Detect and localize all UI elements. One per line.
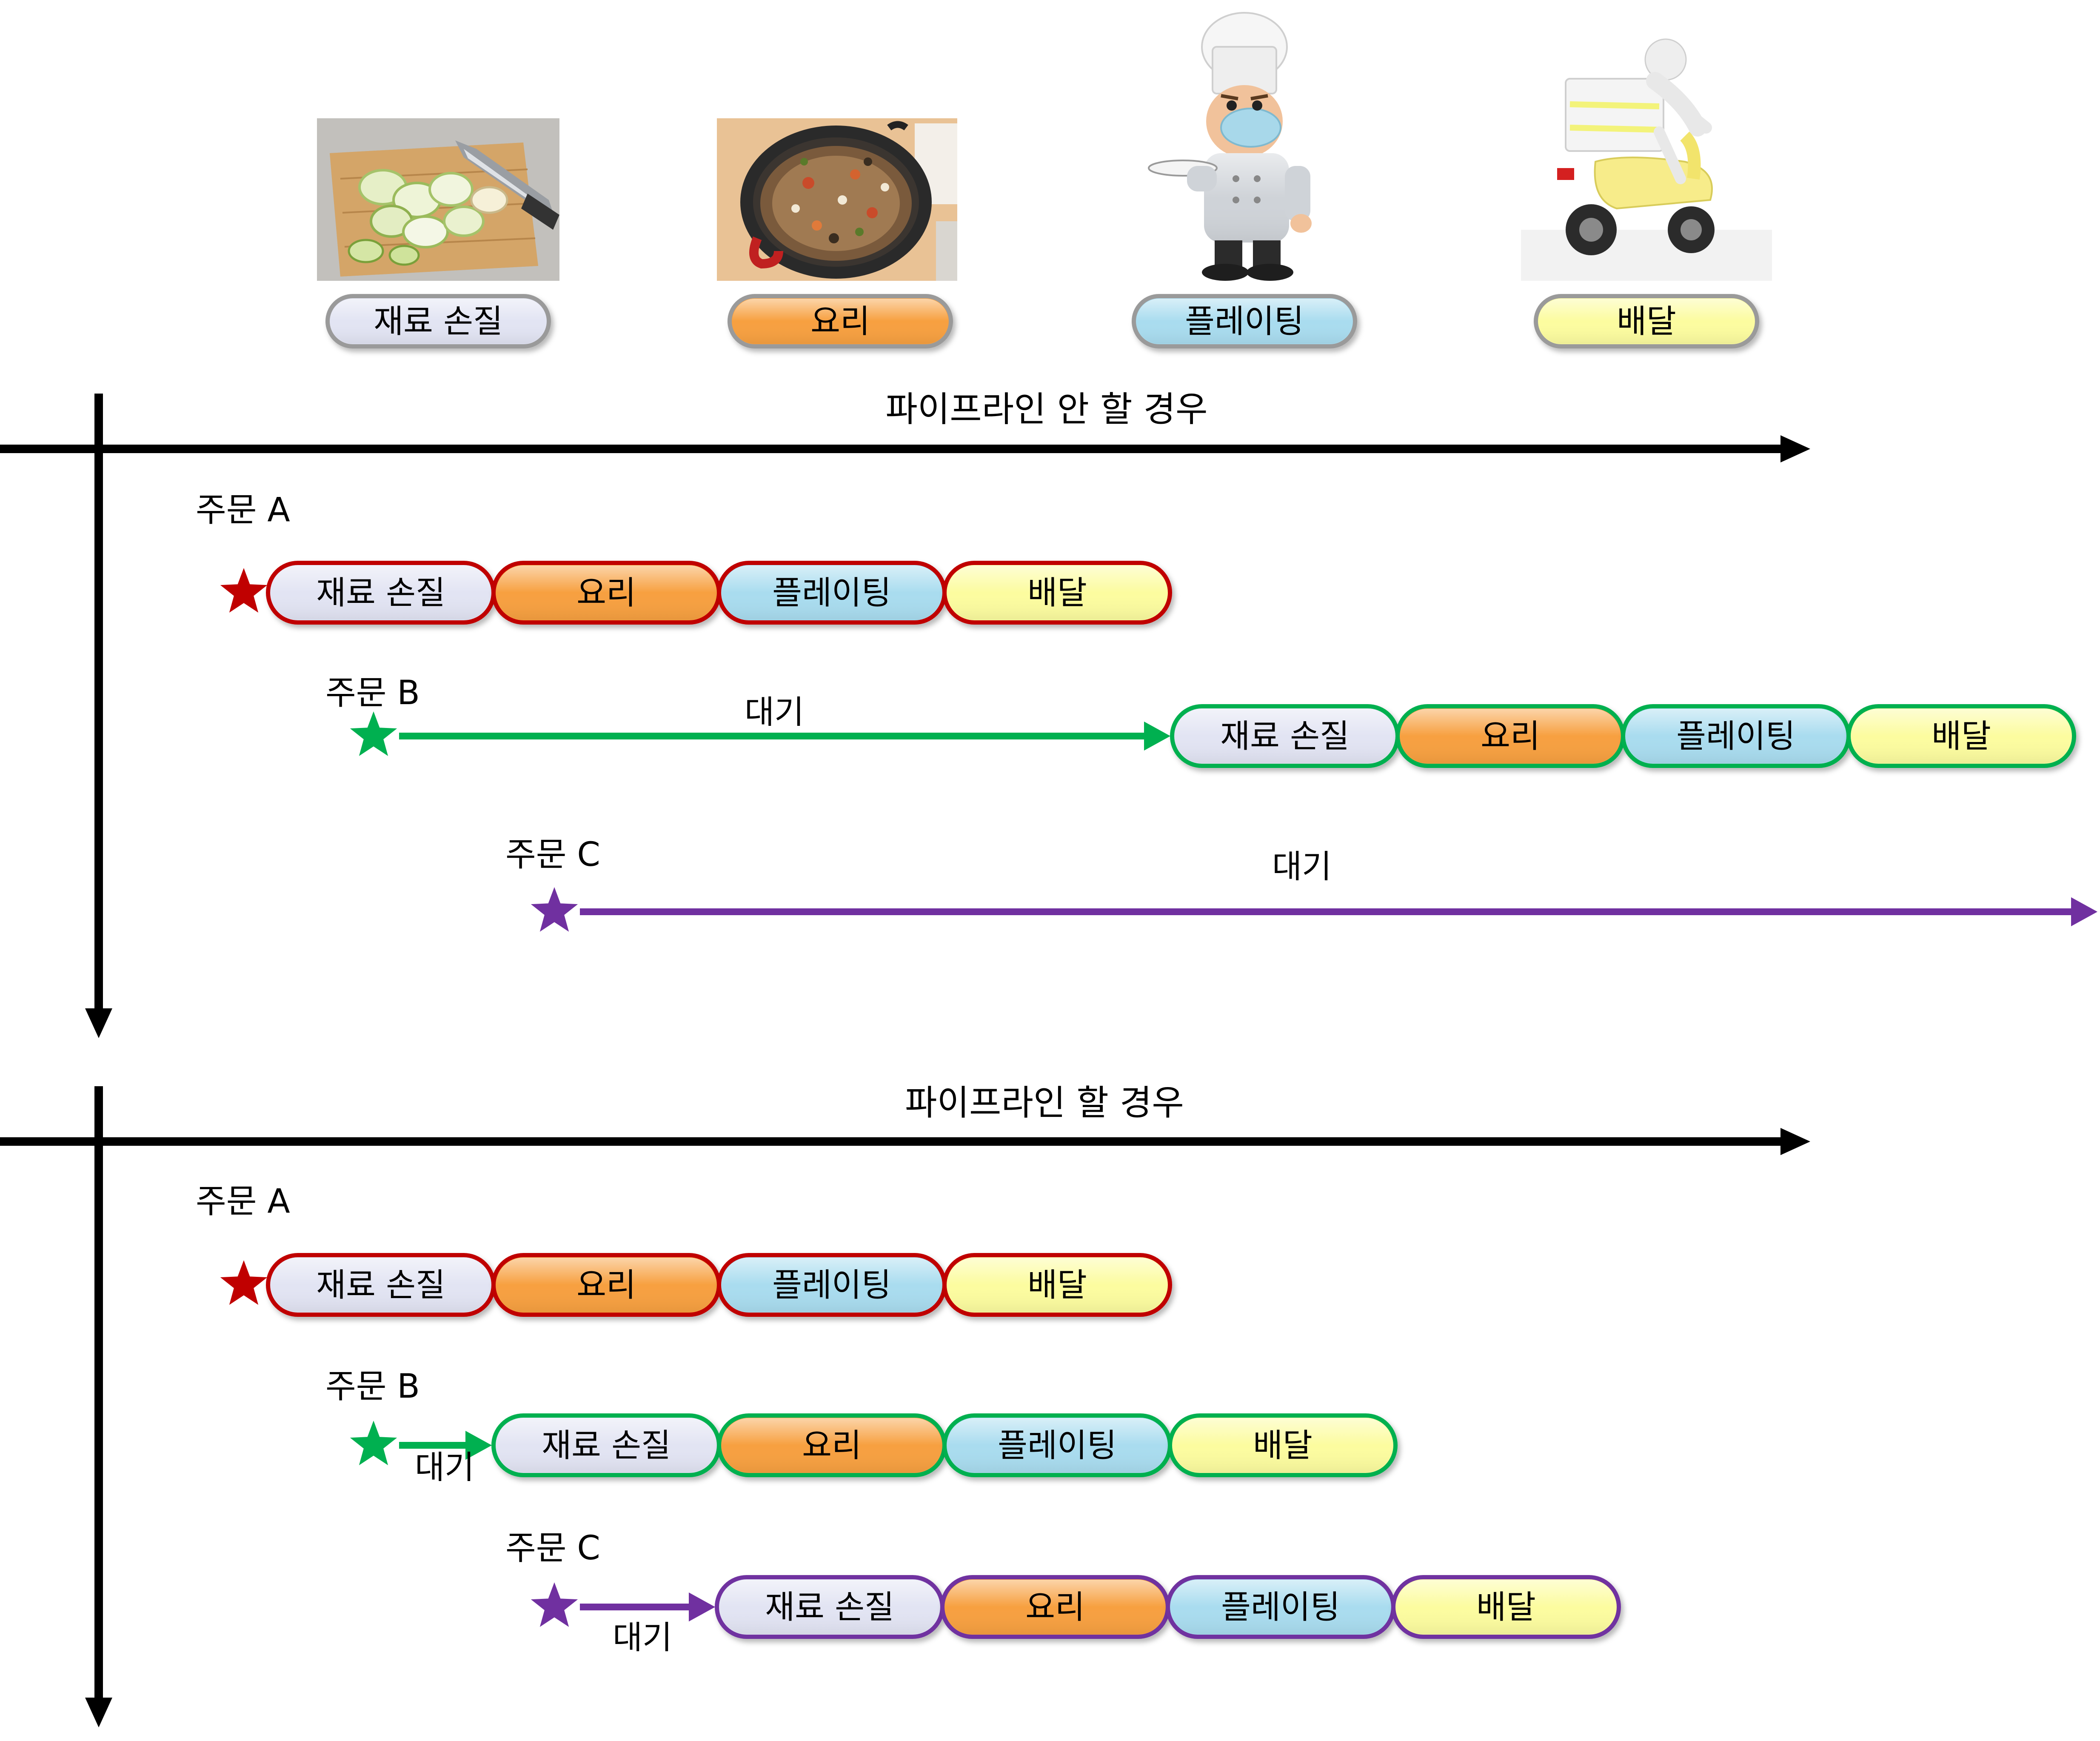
step-pill-plate-label: 플레이팅 bbox=[772, 574, 891, 612]
order-label: 주문 A bbox=[196, 1182, 290, 1221]
step-pill-prep: 재료 손질 bbox=[266, 561, 496, 625]
step-pill-prep-label: 재료 손질 bbox=[1220, 717, 1350, 755]
step-pill-cook: 요리 bbox=[491, 561, 721, 625]
order-row-orderA: 주문 A 재료 손질 요리 플레이팅 배달 bbox=[196, 1182, 1172, 1317]
step-pill-cook: 요리 bbox=[491, 1253, 721, 1317]
step-pill-cook: 요리 bbox=[1395, 704, 1625, 768]
wait-label: 대기 bbox=[745, 693, 804, 731]
order-axis-arrowhead bbox=[85, 1698, 112, 1727]
legend-pill-cook-label: 요리 bbox=[810, 303, 870, 340]
step-pill-cook: 요리 bbox=[940, 1575, 1170, 1639]
time-axis-arrowhead bbox=[1780, 435, 1810, 462]
section-title: 파이프라인 할 경우 bbox=[905, 1083, 1184, 1123]
legend-pill-prep: 재료 손질 bbox=[325, 294, 551, 348]
chopping-board-photo bbox=[317, 118, 559, 281]
legend-pill-deliver: 배달 bbox=[1534, 294, 1759, 348]
order-row-orderC: 주문 C 대기 재료 손질 요리 플레이팅 배달 bbox=[505, 1529, 1621, 1656]
order-star-icon bbox=[531, 1582, 578, 1627]
step-pill-plate-label: 플레이팅 bbox=[1676, 717, 1795, 755]
order-star-icon bbox=[220, 1260, 268, 1305]
step-pill-deliver: 배달 bbox=[1391, 1575, 1621, 1639]
scooter-delivery bbox=[1521, 38, 1772, 281]
chef-with-plate bbox=[1148, 12, 1312, 281]
step-pill-deliver-label: 배달 bbox=[1476, 1588, 1536, 1626]
step-pill-plate-label: 플레이팅 bbox=[1221, 1588, 1340, 1626]
step-pill-cook-label: 요리 bbox=[576, 574, 636, 612]
step-pill-deliver: 배달 bbox=[1168, 1413, 1398, 1477]
step-pill-plate: 플레이팅 bbox=[717, 561, 947, 625]
step-pill-cook-label: 요리 bbox=[802, 1427, 862, 1464]
order-row-orderA: 주문 A 재료 손질 요리 플레이팅 배달 bbox=[196, 491, 1172, 625]
step-pill-plate-label: 플레이팅 bbox=[998, 1427, 1117, 1464]
wait-arrow bbox=[399, 1430, 492, 1460]
order-star-icon bbox=[350, 1421, 397, 1465]
section-title: 파이프라인 안 할 경우 bbox=[885, 389, 1207, 430]
step-pill-cook-label: 요리 bbox=[1025, 1588, 1085, 1626]
wait-arrow bbox=[580, 897, 2097, 927]
step-pill-deliver: 배달 bbox=[942, 561, 1172, 625]
legend-pill-cook: 요리 bbox=[728, 294, 953, 348]
order-label: 주문 A bbox=[196, 491, 290, 529]
order-axis-arrowhead bbox=[85, 1008, 112, 1038]
time-axis-arrowhead bbox=[1780, 1128, 1810, 1155]
step-pill-deliver-label: 배달 bbox=[1027, 574, 1087, 612]
step-pill-deliver-label: 배달 bbox=[1932, 717, 1991, 755]
frying-pan-photo bbox=[717, 118, 957, 281]
step-pill-prep: 재료 손질 bbox=[266, 1253, 496, 1317]
order-label: 주문 C bbox=[505, 836, 600, 874]
order-star-icon bbox=[531, 887, 578, 932]
order-star-icon bbox=[220, 568, 268, 613]
step-pill-prep: 재료 손질 bbox=[491, 1413, 721, 1477]
step-pill-prep-label: 재료 손질 bbox=[765, 1588, 894, 1626]
legend-pill-prep-label: 재료 손질 bbox=[374, 303, 503, 340]
order-label: 주문 C bbox=[505, 1529, 600, 1567]
step-pill-cook-label: 요리 bbox=[1481, 717, 1540, 755]
wait-arrow bbox=[580, 1592, 715, 1622]
step-pill-plate: 플레이팅 bbox=[717, 1253, 947, 1317]
wait-label: 대기 bbox=[415, 1448, 474, 1486]
order-label: 주문 B bbox=[325, 674, 420, 712]
step-pill-deliver: 배달 bbox=[1846, 704, 2076, 768]
step-pill-prep: 재료 손질 bbox=[1170, 704, 1400, 768]
step-pill-plate-label: 플레이팅 bbox=[772, 1266, 891, 1304]
legend-pill-plate-label: 플레이팅 bbox=[1185, 303, 1304, 340]
step-pill-plate: 플레이팅 bbox=[942, 1413, 1172, 1477]
wait-label: 대기 bbox=[1272, 848, 1332, 885]
legend-pill-plate: 플레이팅 bbox=[1132, 294, 1357, 348]
legend-pill-deliver-label: 배달 bbox=[1617, 303, 1676, 340]
wait-label: 대기 bbox=[613, 1618, 672, 1656]
step-pill-prep-label: 재료 손질 bbox=[542, 1427, 671, 1464]
order-star-icon bbox=[350, 711, 397, 756]
step-pill-deliver-label: 배달 bbox=[1027, 1266, 1087, 1304]
step-pill-cook: 요리 bbox=[717, 1413, 947, 1477]
step-pill-cook-label: 요리 bbox=[576, 1266, 636, 1304]
order-row-orderC: 주문 C 대기 bbox=[505, 836, 2097, 932]
step-pill-plate: 플레이팅 bbox=[1166, 1575, 1395, 1639]
wait-arrow bbox=[399, 721, 1170, 751]
order-label: 주문 B bbox=[325, 1367, 420, 1406]
step-pill-deliver: 배달 bbox=[942, 1253, 1172, 1317]
step-pill-prep-label: 재료 손질 bbox=[316, 574, 445, 612]
step-pill-prep: 재료 손질 bbox=[715, 1575, 944, 1639]
order-row-orderB: 주문 B 대기 재료 손질 요리 플레이팅 배달 bbox=[325, 1367, 1398, 1486]
step-pill-prep-label: 재료 손질 bbox=[316, 1266, 445, 1304]
step-pill-deliver-label: 배달 bbox=[1253, 1427, 1312, 1464]
step-pill-plate: 플레이팅 bbox=[1621, 704, 1851, 768]
